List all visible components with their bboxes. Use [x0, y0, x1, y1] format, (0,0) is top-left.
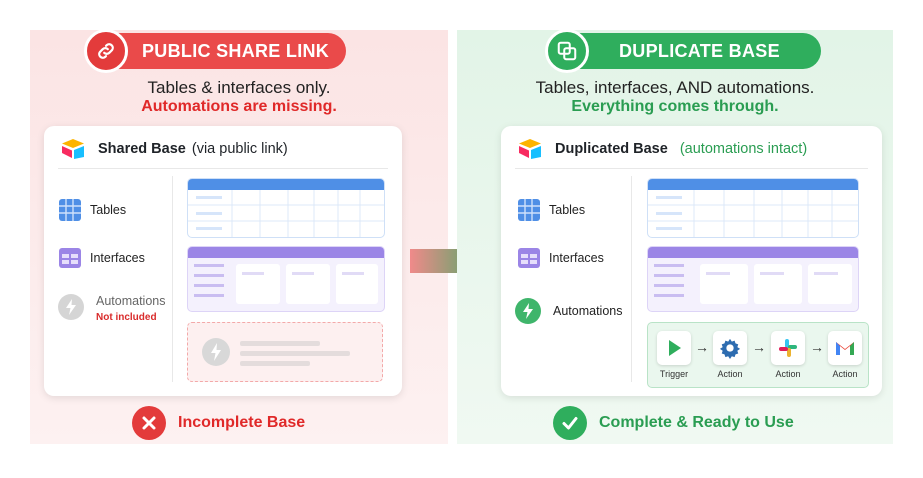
shared-base-card: Shared Base (via public link) Tables Int…	[44, 126, 402, 396]
table-mockup	[647, 178, 859, 238]
card-divider	[515, 168, 868, 169]
pill-label: PUBLIC SHARE LINK	[142, 40, 330, 61]
interface-layout-icon	[518, 248, 540, 268]
automations-label: Automations	[96, 294, 166, 308]
x-circle-icon	[132, 406, 166, 440]
play-icon	[657, 331, 691, 365]
interface-layout-icon	[59, 248, 81, 268]
card-header: Duplicated Base (automations intact)	[517, 138, 807, 160]
step-label: Trigger	[659, 369, 689, 379]
checkmark-circle-icon	[553, 406, 587, 440]
automations-row: Automations Not included	[58, 294, 165, 323]
tables-row: Tables	[517, 198, 585, 222]
interfaces-label: Interfaces	[549, 251, 604, 265]
card-header: Shared Base (via public link)	[60, 138, 288, 160]
step-label: Action	[832, 369, 858, 379]
step-arrow-icon: →	[752, 339, 766, 355]
card-note: (automations intact)	[679, 141, 808, 157]
right-highlight: Everything comes through.	[571, 98, 779, 115]
automations-label: Automations	[553, 304, 623, 318]
footer-label: Incomplete Base	[178, 414, 306, 431]
interfaces-label: Interfaces	[90, 251, 145, 265]
right-subtitle: Tables, interfaces, AND automations.	[535, 78, 815, 97]
table-grid-icon	[59, 199, 81, 221]
pill-label: DUPLICATE BASE	[619, 40, 780, 61]
step-label: Action	[717, 369, 743, 379]
missing-automation-placeholder	[187, 322, 383, 382]
tables-label: Tables	[90, 203, 127, 217]
card-divider	[58, 168, 388, 169]
link-icon	[84, 29, 128, 73]
table-grid-icon	[518, 199, 540, 221]
workflow-step-action-2: Action	[767, 331, 809, 379]
step-label: Action	[775, 369, 801, 379]
lightning-bolt-icon	[58, 294, 84, 320]
tables-row: Tables	[58, 198, 126, 222]
left-warning: Automations are missing.	[141, 98, 337, 115]
duplicate-base-panel: DUPLICATE BASE Tables, interfaces, AND a…	[457, 29, 893, 444]
card-note: (via public link)	[191, 141, 288, 157]
interfaces-row: Interfaces	[58, 246, 145, 270]
workflow-step-trigger: Trigger	[653, 331, 695, 379]
public-share-panel: PUBLIC SHARE LINK Tables & interfaces on…	[30, 29, 448, 444]
not-included-label: Not included	[96, 312, 157, 323]
interface-mockup	[187, 246, 385, 312]
card-title: Shared Base	[98, 141, 186, 157]
step-arrow-icon: →	[695, 339, 709, 355]
airtable-logo-icon	[62, 139, 84, 159]
interfaces-row: Interfaces	[517, 246, 604, 270]
workflow-step-action-3: Action	[824, 331, 866, 379]
lightning-bolt-icon	[515, 298, 541, 324]
public-share-link-pill: PUBLIC SHARE LINK	[84, 29, 346, 73]
workflow-step-action-1: Action	[709, 331, 751, 379]
gear-icon	[713, 331, 747, 365]
vertical-divider	[172, 176, 173, 382]
incomplete-base-footer: Incomplete Base	[132, 406, 305, 440]
tables-label: Tables	[549, 203, 586, 217]
automation-workflow: Trigger → Action →	[647, 322, 869, 388]
gmail-icon	[828, 331, 862, 365]
table-mockup	[187, 178, 385, 238]
copy-icon	[545, 29, 589, 73]
card-title: Duplicated Base	[555, 141, 668, 157]
complete-base-footer: Complete & Ready to Use	[553, 406, 794, 440]
duplicated-base-card: Duplicated Base (automations intact) Tab…	[501, 126, 882, 396]
interface-mockup	[647, 246, 859, 312]
footer-label: Complete & Ready to Use	[599, 414, 794, 431]
left-subtitle: Tables & interfaces only.	[147, 78, 331, 97]
duplicate-base-pill: DUPLICATE BASE	[545, 29, 821, 73]
slack-icon	[771, 331, 805, 365]
vertical-divider	[631, 176, 632, 382]
airtable-logo-icon	[519, 139, 541, 159]
automations-row: Automations	[515, 298, 622, 324]
step-arrow-icon: →	[810, 339, 824, 355]
